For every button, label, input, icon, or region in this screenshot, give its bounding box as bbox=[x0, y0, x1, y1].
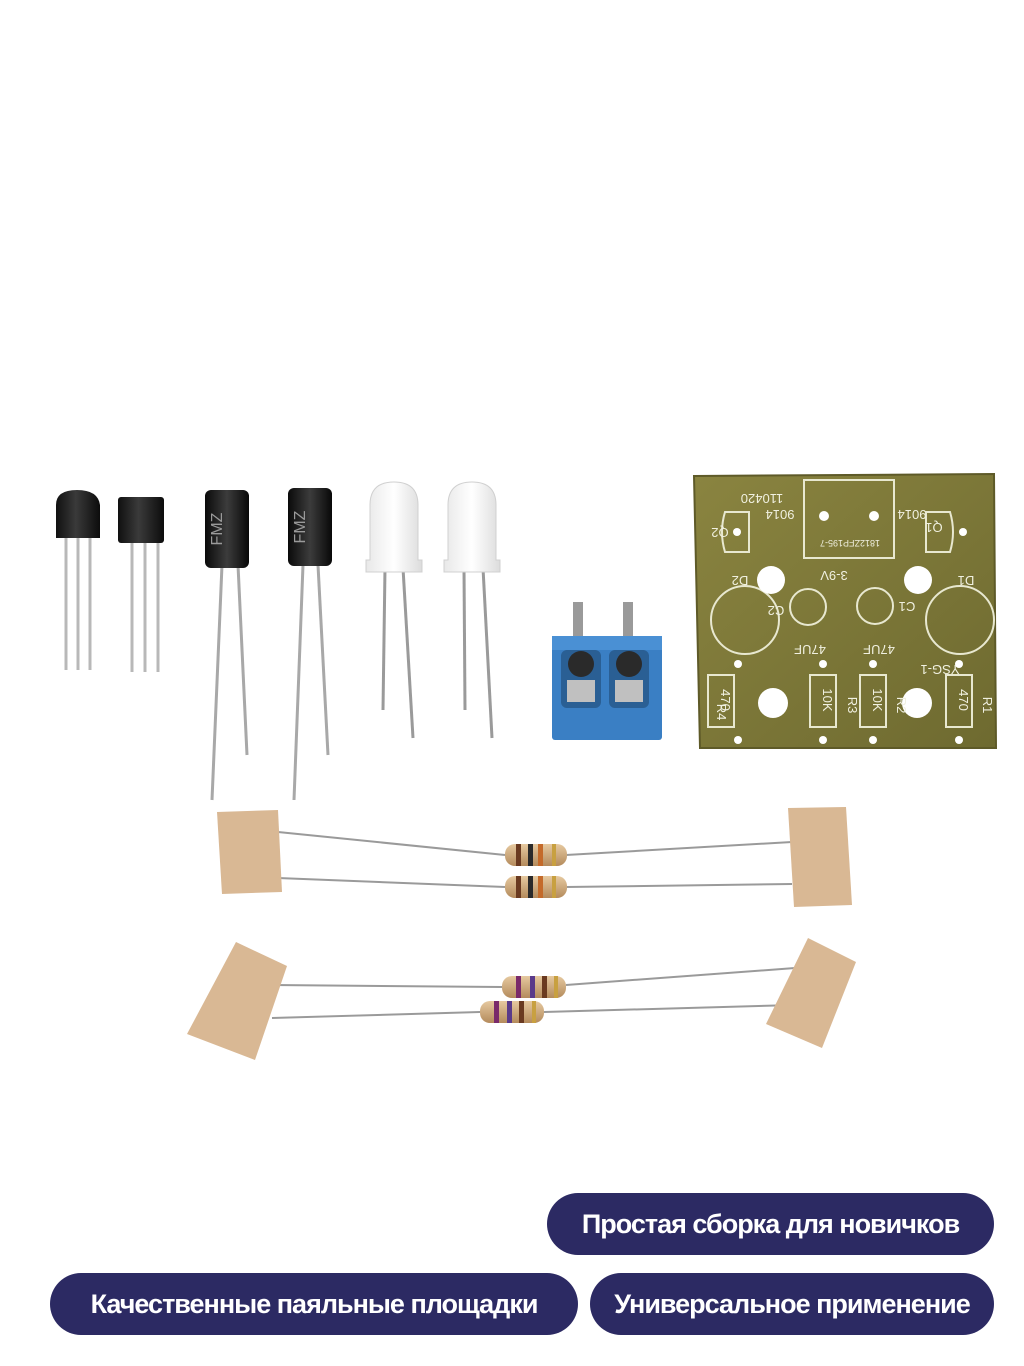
resistor-1 bbox=[505, 844, 567, 866]
pcb-r3-value: 10K bbox=[820, 688, 835, 711]
resistor-3 bbox=[502, 976, 566, 998]
pcb-model: YSG-1 bbox=[920, 662, 959, 677]
capacitor-1-mark: FMZ bbox=[209, 512, 226, 545]
pcb-voltage: 3-9V bbox=[820, 568, 848, 583]
pcb-c2: C2 bbox=[768, 603, 785, 618]
pcb-c1-value: 47UF bbox=[863, 642, 895, 657]
resistor-2 bbox=[505, 876, 567, 898]
resistor-strip-bottom bbox=[187, 938, 856, 1060]
pcb-r4: R4 bbox=[714, 704, 729, 721]
transistor-1 bbox=[56, 490, 100, 670]
pcb-q1-type: 9014 bbox=[898, 507, 927, 522]
resistor-strip-top bbox=[217, 807, 852, 907]
pcb-r4-value: 470 bbox=[718, 689, 733, 711]
pcb-d1: D1 bbox=[958, 573, 975, 588]
resistor-4 bbox=[480, 1001, 544, 1023]
led-1 bbox=[365, 481, 423, 739]
badge-quality-pads: Качественные паяльные площадки bbox=[50, 1273, 578, 1335]
pcb-board: 110420 1812ZFP195-7 3-9V Q2 Q1 9014 9014… bbox=[692, 472, 998, 749]
badge-easy-assembly: Простая сборка для новичков bbox=[547, 1193, 994, 1255]
pcb-r2-value: 10K bbox=[870, 688, 885, 711]
pcb-r2: R2 bbox=[894, 697, 909, 714]
transistor-2 bbox=[118, 497, 164, 672]
pcb-q2-type: 9014 bbox=[766, 507, 795, 522]
led-2 bbox=[443, 481, 501, 739]
pcb-r1: R1 bbox=[980, 697, 995, 714]
pcb-c2-value: 47UF bbox=[794, 642, 826, 657]
screw-terminal bbox=[552, 602, 662, 740]
pcb-d2: D2 bbox=[732, 573, 749, 588]
pcb-q1: Q1 bbox=[925, 520, 942, 535]
capacitor-1: FMZ bbox=[205, 490, 249, 801]
badge-universal-use: Универсальное применение bbox=[590, 1273, 994, 1335]
pcb-r1-value: 470 bbox=[956, 689, 971, 711]
pcb-r3: R3 bbox=[845, 697, 860, 714]
capacitor-2: FMZ bbox=[288, 488, 332, 801]
pcb-chip: 1812ZFP195-7 bbox=[820, 538, 880, 548]
capacitor-2-mark: FMZ bbox=[292, 510, 309, 543]
pcb-q2: Q2 bbox=[711, 525, 728, 540]
pcb-c1: C1 bbox=[899, 599, 916, 614]
pcb-code: 110420 bbox=[741, 491, 783, 506]
